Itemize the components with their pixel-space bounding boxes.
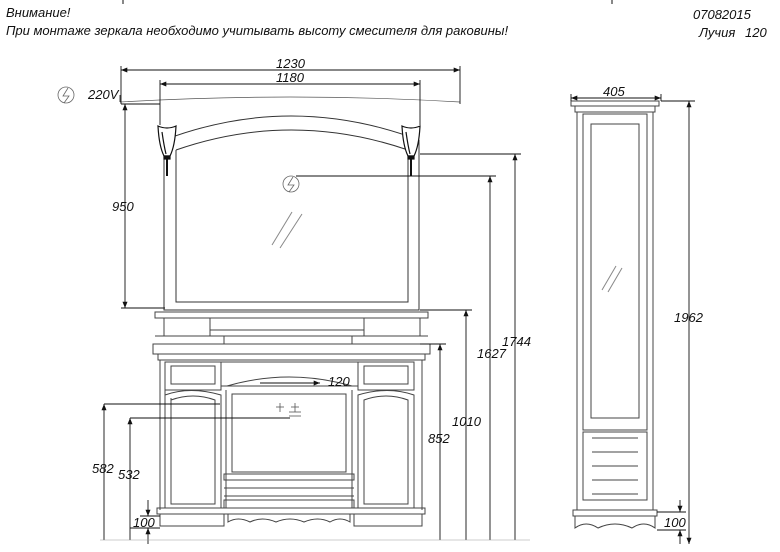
faucet-marks <box>276 403 301 417</box>
vanity <box>152 311 431 527</box>
mirror <box>119 96 461 311</box>
model-name: Лучия <box>699 25 736 40</box>
dim-cabinet-width: 405 <box>603 84 625 99</box>
dim-leg-right: 100 <box>664 515 686 530</box>
dim-mirror-width: 1180 <box>276 70 305 85</box>
dim-mixer-offset: 120 <box>328 374 350 389</box>
dim-height-852: 852 <box>428 431 450 446</box>
dim-height-1744: 1744 <box>502 334 531 349</box>
dim-total-width: 1230 <box>276 56 306 71</box>
tall-cabinet <box>570 100 660 529</box>
mirror-socket-icon <box>282 175 300 193</box>
dim-mirror-height: 950 <box>112 199 134 214</box>
lamp-right-icon <box>401 125 421 176</box>
label-power: 220V <box>87 87 120 102</box>
dim-height-1010: 1010 <box>452 414 482 429</box>
drawing-code: 07082015 <box>693 7 751 22</box>
lamp-left-icon <box>157 125 177 176</box>
dim-height-532: 532 <box>118 467 140 482</box>
dim-height-1962: 1962 <box>674 310 704 325</box>
dim-leg-left: 100 <box>133 515 155 530</box>
warning-text: При монтаже зеркала необходимо учитывать… <box>6 23 509 38</box>
warning-title: Внимание! <box>6 5 71 20</box>
dimension-lines <box>100 66 695 544</box>
model-size: 120 <box>745 25 767 40</box>
dim-height-1627: 1627 <box>477 346 507 361</box>
dim-height-582: 582 <box>92 461 114 476</box>
socket-left-icon <box>57 86 75 104</box>
